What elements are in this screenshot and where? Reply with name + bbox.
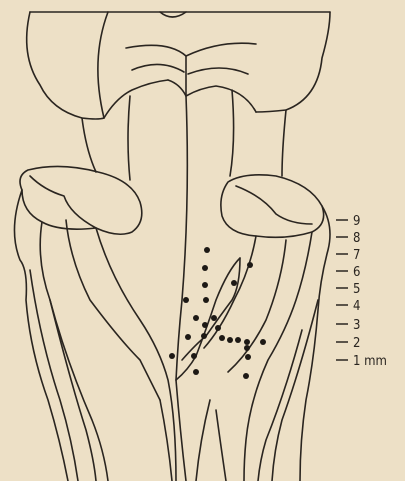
recording-site: [219, 335, 225, 341]
recording-site: [193, 369, 199, 375]
depth-scale: 9 8 7 6 5 4 3 2 1 mm: [336, 214, 387, 369]
recording-site: [183, 297, 189, 303]
recording-site: [243, 373, 249, 379]
scale-label-9: 9: [353, 214, 360, 229]
recording-site: [244, 345, 250, 351]
scale-label-3: 3: [353, 318, 360, 333]
brainstem-outline: [14, 12, 330, 481]
recording-site: [211, 315, 217, 321]
recording-site: [201, 333, 207, 339]
recording-site: [231, 280, 237, 286]
recording-site: [247, 262, 253, 268]
scale-label-4: 4: [353, 299, 360, 314]
recording-site: [215, 325, 221, 331]
recording-site: [260, 339, 266, 345]
scale-label-2: 2: [353, 336, 360, 351]
scale-label-6: 6: [353, 265, 360, 280]
recording-site: [191, 353, 197, 359]
recording-site: [204, 247, 210, 253]
scale-label-7: 7: [353, 248, 360, 263]
recording-site: [227, 337, 233, 343]
recording-site: [193, 315, 199, 321]
recording-site: [202, 265, 208, 271]
recording-site: [245, 354, 251, 360]
recording-site: [235, 337, 241, 343]
scale-label-5: 5: [353, 282, 360, 297]
scale-label-1mm: 1 mm: [353, 354, 387, 369]
scale-label-8: 8: [353, 231, 360, 246]
recording-site: [202, 322, 208, 328]
recording-site: [202, 282, 208, 288]
recording-site: [185, 334, 191, 340]
recording-site: [169, 353, 175, 359]
recording-site: [244, 339, 250, 345]
recording-site: [203, 297, 209, 303]
